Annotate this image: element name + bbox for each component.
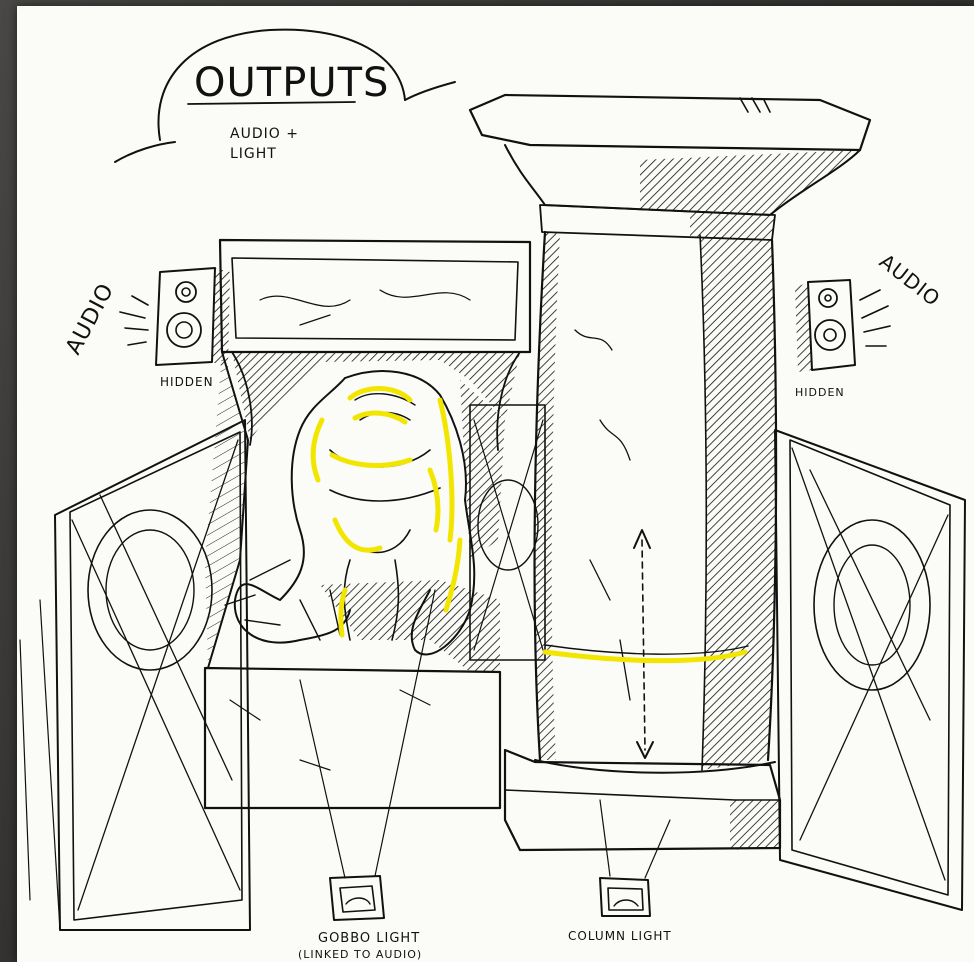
right-speaker <box>795 280 855 372</box>
column-light-fixture <box>600 878 650 916</box>
gobbo-light-fixture <box>330 876 384 920</box>
right-hidden-note: HIDDEN <box>795 386 845 399</box>
gobbo-light-label: GOBBO LIGHT <box>318 931 420 946</box>
subtitle-line-2: LIGHT <box>230 146 277 162</box>
left-sound-lines <box>120 296 148 345</box>
left-hidden-note: HIDDEN <box>160 375 214 389</box>
column-light-label: COLUMN LIGHT <box>568 929 672 943</box>
statue-plinth <box>205 240 530 808</box>
subtitle-line-1: AUDIO + <box>230 126 299 142</box>
column <box>470 95 870 850</box>
column-light-beams <box>600 800 670 878</box>
left-speaker <box>156 268 230 368</box>
right-sound-lines <box>860 290 890 346</box>
title-text: OUTPUTS <box>194 60 389 106</box>
right-panels <box>775 430 965 910</box>
right-audio-label: AUDIO <box>875 249 945 311</box>
left-audio-label: AUDIO <box>61 279 119 359</box>
gobbo-light-sublabel: (LINKED TO AUDIO) <box>298 948 422 961</box>
